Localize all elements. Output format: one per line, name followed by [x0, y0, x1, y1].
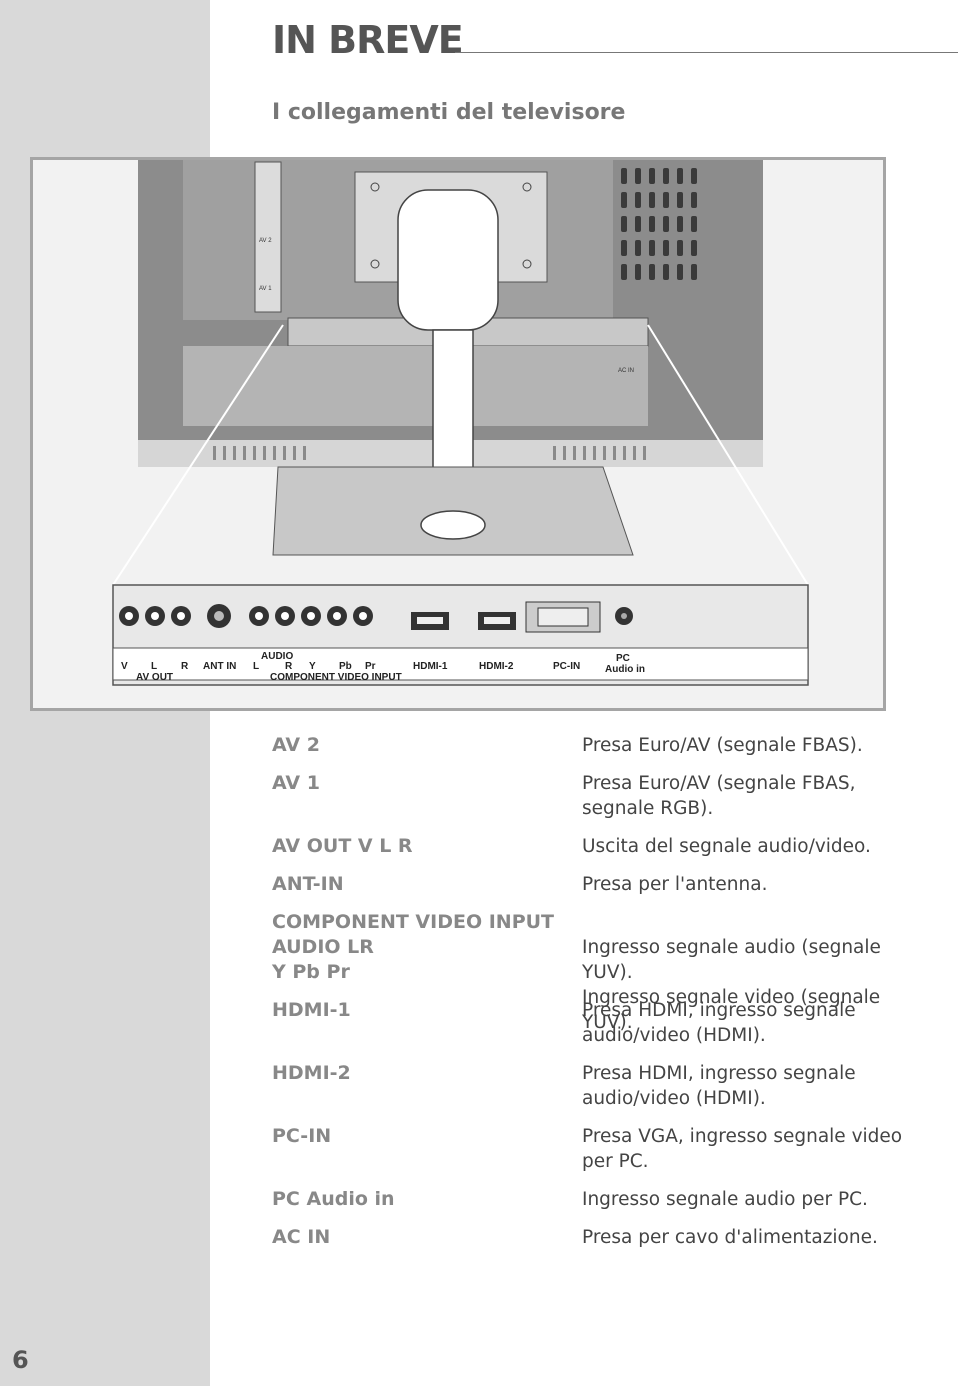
connection-description: Uscita del segnale audio/video. — [582, 836, 871, 857]
connection-row: COMPONENT VIDEO INPUT AUDIO LR Y Pb Pr I… — [272, 910, 932, 1033]
section-title: I collegamenti del televisore — [272, 100, 626, 125]
label-r2: R — [285, 661, 293, 672]
connection-row: ANT-IN Presa per l'antenna. — [272, 872, 932, 910]
label-audio-in: Audio in — [605, 664, 645, 675]
label-v: V — [121, 661, 128, 672]
connection-term: AV 1 — [272, 772, 320, 794]
connection-description: Presa per l'antenna. — [582, 874, 768, 895]
rca-jacks — [119, 604, 373, 628]
connection-description: Presa VGA, ingresso segnale video per PC… — [582, 1126, 903, 1172]
connections-list: AV 2 Presa Euro/AV (segnale FBAS). AV 1 … — [272, 733, 932, 1263]
vent-grille — [621, 168, 697, 280]
connection-row: HDMI-2 Presa HDMI, ingresso segnale audi… — [272, 1061, 932, 1124]
tv-connections-figure: AV 2 AV 1 AC IN — [30, 157, 886, 711]
page-title: IN BREVE — [272, 18, 464, 62]
connection-term: AC IN — [272, 1226, 331, 1248]
tv-back-illustration: AV 2 AV 1 AC IN — [112, 160, 809, 686]
connection-term: HDMI-2 — [272, 1062, 351, 1084]
connection-term: ANT-IN — [272, 873, 344, 895]
label-l: L — [151, 661, 157, 672]
connection-row: AV 1 Presa Euro/AV (segnale FBAS, segnal… — [272, 771, 932, 834]
title-rule — [455, 52, 958, 53]
connection-term: AV 2 — [272, 734, 320, 756]
label-pc-in: PC-IN — [553, 661, 580, 672]
label-y: Y — [309, 661, 316, 672]
connection-term: COMPONENT VIDEO INPUT AUDIO LR Y Pb Pr — [272, 911, 555, 983]
stand-neck — [397, 189, 499, 331]
connection-description: Presa per cavo d'alimentazione. — [582, 1227, 878, 1248]
ac-in-label: AC IN — [618, 368, 634, 374]
connection-description: Presa Euro/AV (segnale FBAS). — [582, 735, 863, 756]
connection-description: Presa Euro/AV (segnale FBAS, segnale RGB… — [582, 773, 856, 819]
connection-description: Ingresso segnale audio per PC. — [582, 1189, 868, 1210]
label-av-out: AV OUT — [136, 672, 173, 683]
label-pb: Pb — [339, 661, 352, 672]
av2-label: AV 2 — [259, 238, 272, 244]
label-hdmi2: HDMI-2 — [479, 661, 514, 672]
connection-row: AV 2 Presa Euro/AV (segnale FBAS). — [272, 733, 932, 771]
connection-row: PC Audio in Ingresso segnale audio per P… — [272, 1187, 932, 1225]
header-area — [210, 0, 960, 150]
connection-term: HDMI-1 — [272, 999, 351, 1021]
label-r: R — [181, 661, 189, 672]
label-audio: AUDIO — [261, 651, 293, 662]
connection-term: PC Audio in — [272, 1188, 395, 1210]
av1-label: AV 1 — [259, 286, 272, 292]
connection-description: Presa HDMI, ingresso segnale audio/video… — [582, 1063, 856, 1109]
connection-row: AC IN Presa per cavo d'alimentazione. — [272, 1225, 932, 1263]
connection-term: PC-IN — [272, 1125, 332, 1147]
scart-column — [254, 161, 282, 313]
connection-row: PC-IN Presa VGA, ingresso segnale video … — [272, 1124, 932, 1187]
label-l2: L — [253, 661, 259, 672]
connection-description: Ingresso segnale audio (segnale YUV). In… — [582, 937, 881, 1033]
connection-row: AV OUT V L R Uscita del segnale audio/vi… — [272, 834, 932, 872]
label-component: COMPONENT VIDEO INPUT — [270, 672, 402, 683]
label-hdmi1: HDMI-1 — [413, 661, 448, 672]
label-pr: Pr — [365, 661, 376, 672]
bottom-vents — [213, 446, 646, 460]
page-number: 6 — [12, 1346, 29, 1374]
connection-description: Presa HDMI, ingresso segnale audio/video… — [582, 1000, 856, 1046]
connection-row: HDMI-1 Presa HDMI, ingresso segnale audi… — [272, 998, 932, 1061]
connection-term: AV OUT V L R — [272, 835, 413, 857]
label-pc: PC — [616, 653, 630, 664]
label-ant-in: ANT IN — [203, 661, 236, 672]
